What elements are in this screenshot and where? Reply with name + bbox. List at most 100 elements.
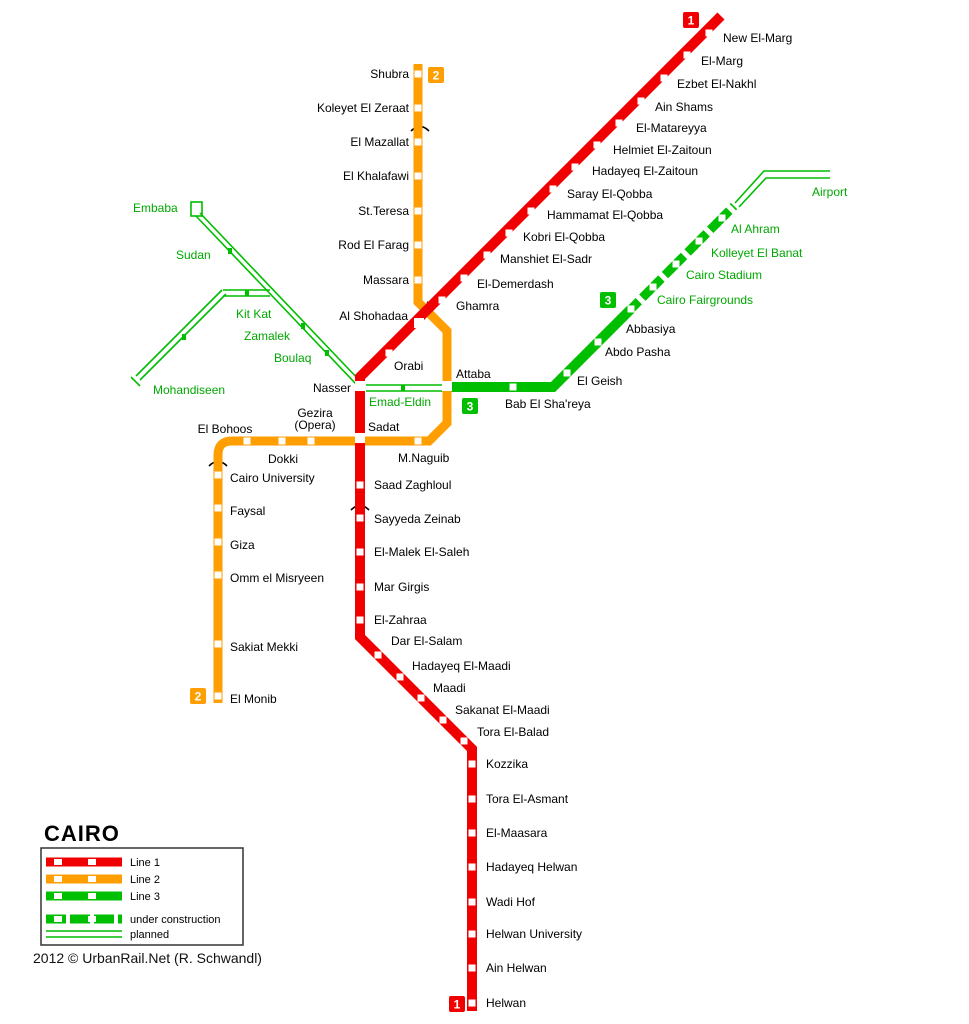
station-marker-orabi (385, 349, 393, 357)
station-marker-rod-el-farag (414, 241, 422, 249)
station-label-dar-el-salam: Dar El-Salam (391, 634, 462, 648)
station-label-massara: Massara (363, 273, 409, 287)
embaba-terminus-box (190, 201, 203, 217)
station-label-st-teresa: St.Teresa (358, 204, 409, 218)
map-title: CAIRO (44, 821, 120, 846)
station-label-el-zahraa: El-Zahraa (374, 613, 427, 627)
station-label-ain-helwan: Ain Helwan (486, 961, 547, 975)
svg-text:2: 2 (195, 690, 202, 704)
station-label-sakanat-el-maadi: Sakanat El-Maadi (455, 703, 550, 717)
station-label-kolleyet-el-banat: Kolleyet El Banat (711, 246, 803, 260)
station-label-gezira-opera-1: Gezira (297, 406, 333, 420)
station-label-helmiet-el-zaitoun: Helmiet El-Zaitoun (613, 143, 712, 157)
station-label-helwan-university: Helwan University (486, 927, 582, 941)
planned-mohandiseen-line-1 (135, 289, 223, 377)
station-marker-attaba (442, 381, 452, 391)
station-marker-helwan (468, 999, 476, 1007)
station-marker-ghamra (438, 296, 446, 304)
station-marker-el-mazallat (414, 138, 422, 146)
station-marker-koleyet-el-zeraat (414, 104, 422, 112)
station-marker-gezira-opera (307, 437, 315, 445)
planned-airport-line-2 (738, 177, 830, 208)
station-label-wadi-hof: Wadi Hof (486, 895, 536, 909)
station-marker-kobri-el-qobba (505, 229, 513, 237)
station-marker-faysal (214, 504, 222, 512)
station-marker-el-zahraa (356, 616, 364, 624)
station-marker-massara (414, 276, 422, 284)
station-label-manshiet-el-sadr: Manshiet El-Sadr (500, 252, 592, 266)
station-marker-maadi (417, 694, 425, 702)
planned-airport-line-1 (734, 170, 830, 204)
station-label-ezbet-el-nakhl: Ezbet El-Nakhl (677, 77, 756, 91)
station-marker-el-maasara (468, 829, 476, 837)
station-marker-el-geish (563, 369, 571, 377)
line-1-badge-b: 1 (449, 996, 465, 1012)
station-marker-el-khalafawi (414, 172, 422, 180)
station-marker-abbasiya (627, 305, 635, 313)
station-label-bab-el-sha-reya: Bab El Sha'reya (505, 397, 591, 411)
planned-label-emad-eldin: Emad-Eldin (369, 395, 431, 409)
station-label-abbasiya: Abbasiya (626, 322, 676, 336)
station-label-giza: Giza (230, 538, 255, 552)
station-label-mar-girgis: Mar Girgis (374, 580, 429, 594)
station-marker-al-ahram (718, 214, 726, 222)
station-marker-sakiat-mekki (214, 640, 222, 648)
planned-label-zamalek: Zamalek (244, 329, 291, 343)
station-label-cairo-fairgrounds: Cairo Fairgrounds (657, 293, 753, 307)
station-marker-sakanat-el-maadi (439, 716, 447, 724)
station-marker-cairo-fairgrounds (649, 283, 657, 291)
line-3-badge-a: 3 (600, 292, 616, 308)
station-marker-wadi-hof (468, 898, 476, 906)
legend-label-line-3: Line 3 (130, 891, 160, 903)
copyright-text: 2012 © UrbanRail.Net (R. Schwandl) (33, 950, 262, 966)
station-marker-hadayeq-helwan (468, 863, 476, 871)
station-marker-new-el-marg (705, 29, 713, 37)
station-label-ghamra: Ghamra (456, 299, 500, 313)
station-label-saad-zaghloul: Saad Zaghloul (374, 478, 451, 492)
station-label-shubra: Shubra (370, 67, 409, 81)
station-marker-hadayeq-el-zaitoun (571, 163, 579, 171)
legend-label-line-1: Line 1 (130, 857, 160, 869)
line-2-path (213, 64, 452, 703)
svg-text:1: 1 (454, 998, 461, 1012)
station-marker-st-teresa (414, 207, 422, 215)
station-marker-tora-el-asmant (468, 795, 476, 803)
line-3-badge-b: 3 (462, 398, 478, 414)
station-label-el-demerdash: El-Demerdash (477, 277, 554, 291)
planned-label-sudan: Sudan (176, 248, 211, 262)
station-label-new-el-marg: New El-Marg (723, 31, 792, 45)
station-label-m-naguib: M.Naguib (398, 451, 450, 465)
planned-station-tick-3 (325, 350, 329, 356)
station-marker-bab-el-sha-reya (509, 383, 517, 391)
planned-label-boulaq: Boulaq (274, 351, 311, 365)
station-marker-tora-el-balad (460, 737, 468, 745)
line-3-path (448, 305, 635, 392)
station-label-hadayeq-el-maadi: Hadayeq El-Maadi (412, 659, 511, 673)
station-label-tora-el-asmant: Tora El-Asmant (486, 792, 569, 806)
station-label-hammamat-el-qobba: Hammamat El-Qobba (547, 208, 663, 222)
station-label-gezira-opera-2: (Opera) (294, 418, 335, 432)
station-label-sayyeda-zeinab: Sayyeda Zeinab (374, 512, 461, 526)
station-marker-ezbet-el-nakhl (660, 74, 668, 82)
station-label-orabi: Orabi (394, 359, 423, 373)
station-marker-omm-el-misryeen (214, 571, 222, 579)
line-1-badge-a: 1 (683, 12, 699, 28)
station-label-el-bohoos: El Bohoos (198, 422, 253, 436)
station-marker-saray-el-qobba (549, 185, 557, 193)
station-label-omm-el-misryeen: Omm el Misryeen (230, 571, 324, 585)
station-marker-abdo-pasha (594, 338, 602, 346)
planned-embaba-nasser-line-1 (195, 215, 357, 385)
station-marker-el-monib (214, 692, 222, 700)
station-label-koleyet-el-zeraat: Koleyet El Zeraat (317, 101, 410, 115)
svg-text:2: 2 (433, 69, 440, 83)
station-marker-el-matareyya (615, 119, 623, 127)
station-marker-ain-shams (637, 97, 645, 105)
line-2-badge-a: 2 (428, 67, 444, 83)
station-label-el-maasara: El-Maasara (486, 826, 548, 840)
planned-label-embaba: Embaba (133, 201, 178, 215)
station-marker-el-marg (683, 51, 691, 59)
planned-label-mohandiseen: Mohandiseen (153, 383, 225, 397)
